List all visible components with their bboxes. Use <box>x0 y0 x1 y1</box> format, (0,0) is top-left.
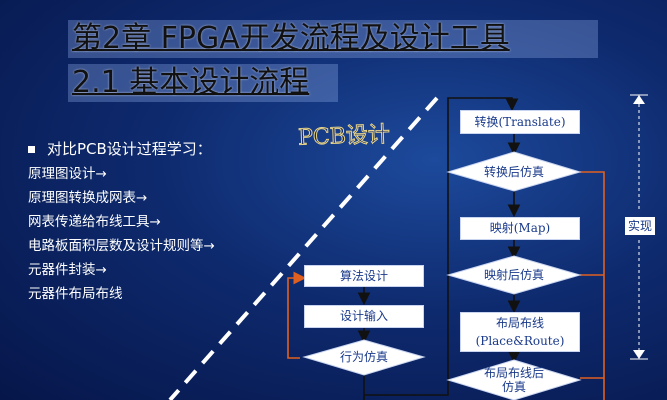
post-pr-sim-label-2: 仿真 <box>501 380 526 394</box>
pcb-step: 原理图转换成网表→ <box>28 190 148 206</box>
subtitle-highlight <box>68 64 338 102</box>
place-route-label-2: (Place&Route) <box>475 334 565 348</box>
algorithm-design-box: 算法设计 <box>304 265 424 287</box>
pcb-step: 原理图设计→ <box>28 166 107 182</box>
map-label: 映射(Map) <box>489 221 551 235</box>
pcb-step: 电路板面积层数及设计规则等→ <box>28 238 215 254</box>
pcb-step: 元器件封装→ <box>28 262 107 278</box>
flow-arrow <box>363 97 519 400</box>
place-route-label-1: 布局布线 <box>495 316 544 330</box>
translate-label: 转换(Translate) <box>474 115 566 129</box>
post-pr-sim-text-wrap: 布局布线后 仿真 <box>448 366 580 398</box>
feedback-arrow <box>580 171 605 400</box>
feedback-arrow <box>287 271 307 359</box>
slide-subtitle: 2.1 基本设计流程 <box>72 65 310 100</box>
pcb-steps-list: 原理图设计→ 原理图转换成网表→ 网表传递给布线工具→ 电路板面积层数及设计规则… <box>28 162 215 306</box>
compare-heading: 对比PCB设计过程学习： <box>28 138 212 159</box>
place-route-box: 布局布线 (Place&Route) <box>460 312 580 352</box>
pcb-step: 元器件布局布线 <box>28 286 123 302</box>
pcb-step: 网表传递给布线工具→ <box>28 214 161 230</box>
slide-title: 第2章 FPGA开发流程及设计工具 <box>72 21 510 56</box>
arrow-up-icon <box>633 95 645 104</box>
post-translate-sim-label: 转换后仿真 <box>483 165 544 179</box>
post-map-sim-label: 映射后仿真 <box>483 268 544 282</box>
behavior-sim-text-wrap: 行为仿真 <box>304 350 424 366</box>
map-box: 映射(Map) <box>460 217 580 240</box>
post-translate-sim-text-wrap: 转换后仿真 <box>448 165 580 181</box>
arrow-down-icon <box>633 350 645 359</box>
title-highlight <box>68 20 598 58</box>
post-translate-sim-diamond <box>446 151 582 192</box>
implementation-label: 实现 <box>625 217 655 235</box>
algorithm-design-label: 算法设计 <box>339 269 388 283</box>
behavior-sim-diamond <box>302 339 426 376</box>
post-pr-sim-diamond <box>446 359 582 400</box>
behavior-sim-label: 行为仿真 <box>339 350 388 364</box>
post-map-sim-text-wrap: 映射后仿真 <box>448 268 580 284</box>
post-map-sim-diamond <box>446 255 582 295</box>
translate-box: 转换(Translate) <box>460 110 580 134</box>
design-input-label: 设计输入 <box>339 309 388 323</box>
compare-heading-text: 对比PCB设计过程学习： <box>47 140 212 158</box>
dashed-divider <box>168 96 439 400</box>
post-pr-sim-label-1: 布局布线后 <box>483 366 544 380</box>
design-input-box: 设计输入 <box>304 305 424 328</box>
bullet-icon <box>28 146 35 153</box>
